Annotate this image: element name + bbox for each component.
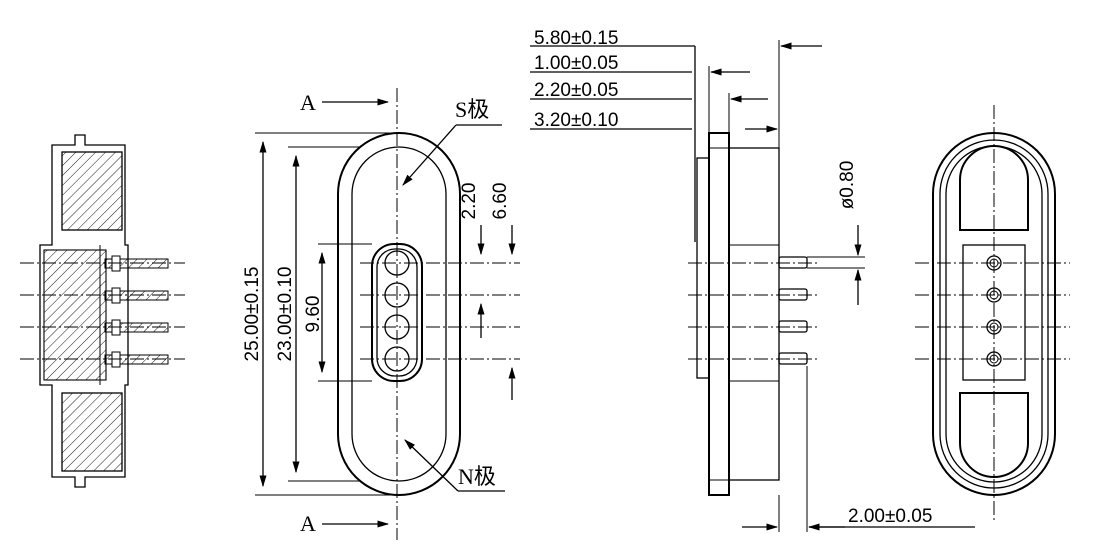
rear-top-pocket bbox=[959, 145, 1029, 231]
side-view: 5.80±0.15 1.00±0.05 2.20±0.05 3.20±0.10 … bbox=[530, 28, 975, 532]
section-view bbox=[20, 134, 185, 488]
dim-inner-length: 23.00±0.10 bbox=[275, 267, 296, 362]
side-body bbox=[728, 147, 780, 481]
side-flange bbox=[708, 132, 730, 496]
front-view: A A S极 N极 25.00±0.15 23.00±0.10 9.60 2.2… bbox=[242, 88, 520, 540]
dim-depth-4: 3.20±0.10 bbox=[534, 110, 618, 131]
pole-label-s: S极 bbox=[455, 97, 489, 122]
outer-body-outline bbox=[337, 132, 461, 496]
dim-pin-offset-b: 6.60 bbox=[490, 183, 511, 220]
magnet-top bbox=[61, 151, 123, 231]
dim-depth-2: 1.00±0.05 bbox=[534, 53, 618, 74]
section-label-top: A bbox=[300, 90, 316, 115]
inner-body-outline bbox=[351, 146, 447, 482]
rear-bottom-pocket bbox=[959, 392, 1029, 478]
section-outline bbox=[39, 134, 129, 488]
section-label-bottom: A bbox=[300, 511, 316, 536]
side-back-plate bbox=[696, 157, 710, 379]
dim-pin-length: 2.00±0.05 bbox=[848, 506, 932, 527]
section-body-hatch bbox=[43, 249, 107, 381]
dim-pin-diameter: ø0.80 bbox=[837, 161, 858, 210]
pole-label-n: N极 bbox=[458, 464, 496, 489]
dim-pin-span: 9.60 bbox=[303, 296, 324, 333]
dim-pin-offset-a: 2.20 bbox=[459, 183, 480, 220]
dim-depth-1: 5.80±0.15 bbox=[534, 28, 618, 49]
dim-depth-3: 2.20±0.05 bbox=[534, 80, 618, 101]
dim-overall-length: 25.00±0.15 bbox=[242, 267, 263, 362]
rear-view bbox=[915, 105, 1070, 520]
magnet-bottom bbox=[61, 392, 123, 472]
